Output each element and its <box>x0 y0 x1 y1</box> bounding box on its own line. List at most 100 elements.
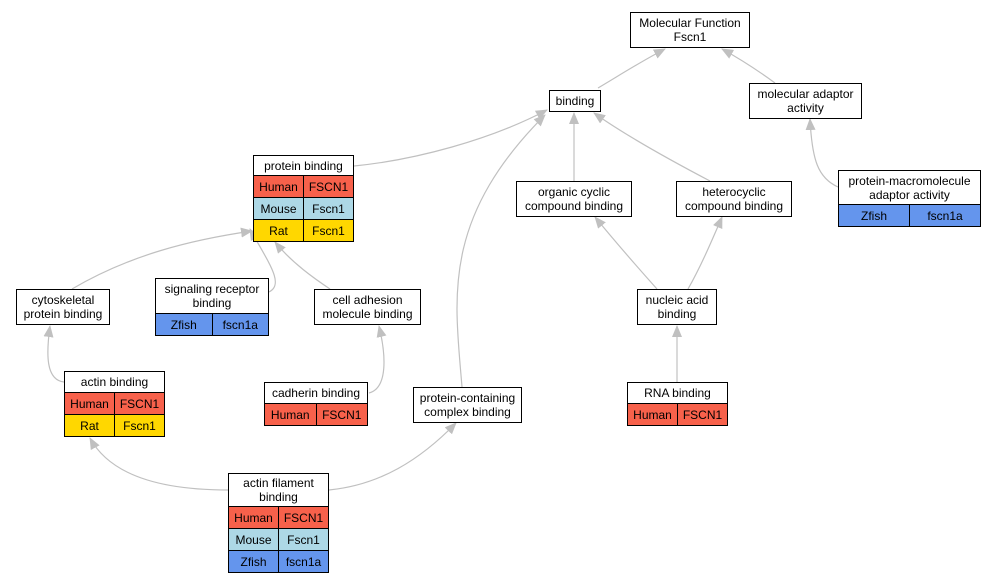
term-label-line: cell adhesion <box>332 293 403 307</box>
gene-symbol-cell: FSCN1 <box>114 393 164 414</box>
term-title: RNA binding <box>628 383 727 403</box>
edge-cadherin-14 <box>368 325 387 394</box>
species-cell: Zfish <box>170 317 197 332</box>
term-label-line: cadherin binding <box>271 386 361 400</box>
species-cell: Rat <box>80 418 99 433</box>
term-label-line: actin filament <box>243 476 314 490</box>
edge-nucleic-8 <box>687 216 723 290</box>
species-row: Human FSCN1 <box>65 392 164 414</box>
species-cell: Human <box>70 396 109 411</box>
gene-symbol-cell: Fscn1 <box>278 529 328 550</box>
term-label-line: compound binding <box>524 199 624 213</box>
gene-symbol-cell: FSCN1 <box>278 507 328 528</box>
gene-symbol-cell: fscn1a <box>278 551 328 572</box>
gene-symbol-cell: FSCN1 <box>303 176 353 197</box>
term-label-line: signaling receptor <box>164 282 260 296</box>
edge-filament-16 <box>328 422 457 491</box>
term-label-line: compound binding <box>684 199 784 213</box>
species-row: Mouse Fscn1 <box>229 528 328 550</box>
term-label-line: molecular adaptor <box>757 87 854 101</box>
term-label-line: adaptor activity <box>869 187 950 202</box>
term-node-binding[interactable]: binding <box>549 90 601 112</box>
species-row: Human FSCN1 <box>628 403 727 425</box>
term-label-line: protein binding <box>264 158 343 173</box>
term-label-line: binding <box>657 307 697 321</box>
term-label-line: Fscn1 <box>673 30 707 44</box>
term-label-line: heterocyclic <box>702 185 766 199</box>
edge-cyto-10 <box>71 227 253 290</box>
edge-adaptor-1 <box>721 48 776 84</box>
gene-symbol-cell: fscn1a <box>211 314 269 335</box>
gene-symbol-cell: FSCN1 <box>677 404 727 425</box>
term-label-line: organic cyclic <box>537 185 611 199</box>
term-label-line: molecule binding <box>322 307 413 321</box>
term-label-line: nucleic acid <box>645 293 709 307</box>
species-row: Zfish fscn1a <box>839 204 980 226</box>
species-row: Human FSCN1 <box>229 506 328 528</box>
term-label-line: RNA binding <box>644 386 711 400</box>
species-cell: Mouse <box>235 532 272 547</box>
gene-symbol-cell: Fscn1 <box>303 198 353 219</box>
species-cell: Human <box>270 407 310 422</box>
edge-pcomplex-6 <box>456 114 546 388</box>
species-row: Zfish fscn1a <box>229 550 328 572</box>
species-cell: Zfish <box>240 554 267 569</box>
term-label-line: complex binding <box>424 405 511 419</box>
species-cell: Zfish <box>860 208 887 223</box>
species-cell: Human <box>633 407 672 422</box>
term-title: cadherin binding <box>265 383 367 403</box>
term-label-line: protein-macromolecule <box>848 173 971 188</box>
gene-symbol-cell: Fscn1 <box>114 415 164 436</box>
edge-actin-13 <box>43 325 65 383</box>
gene-symbol-cell: FSCN1 <box>315 404 368 425</box>
species-cell: Human <box>234 510 273 525</box>
term-label-line: actin binding <box>80 375 149 389</box>
gene-symbol-cell: fscn1a <box>909 205 980 226</box>
term-title: actin binding <box>65 372 164 392</box>
term-label-line: binding <box>259 490 298 504</box>
edge-protein-2 <box>353 109 548 167</box>
term-label-line: binding <box>555 94 595 108</box>
term-label-line: Molecular Function <box>639 16 741 30</box>
species-row: Mouse Fscn1 <box>254 197 353 219</box>
term-label-line: cytoskeletal <box>31 293 95 307</box>
species-cell: Mouse <box>260 201 297 216</box>
term-label-line: protein-containing <box>419 391 516 405</box>
term-label-line: protein binding <box>23 307 103 321</box>
species-row: Zfish fscn1a <box>156 313 268 335</box>
edge-filament-15 <box>89 437 229 491</box>
term-label-line: binding <box>192 296 232 310</box>
edge-hetero-4 <box>593 112 711 182</box>
species-row: Rat Fscn1 <box>65 414 164 436</box>
term-title: protein binding <box>254 156 353 175</box>
edge-nucleic-7 <box>594 216 658 290</box>
